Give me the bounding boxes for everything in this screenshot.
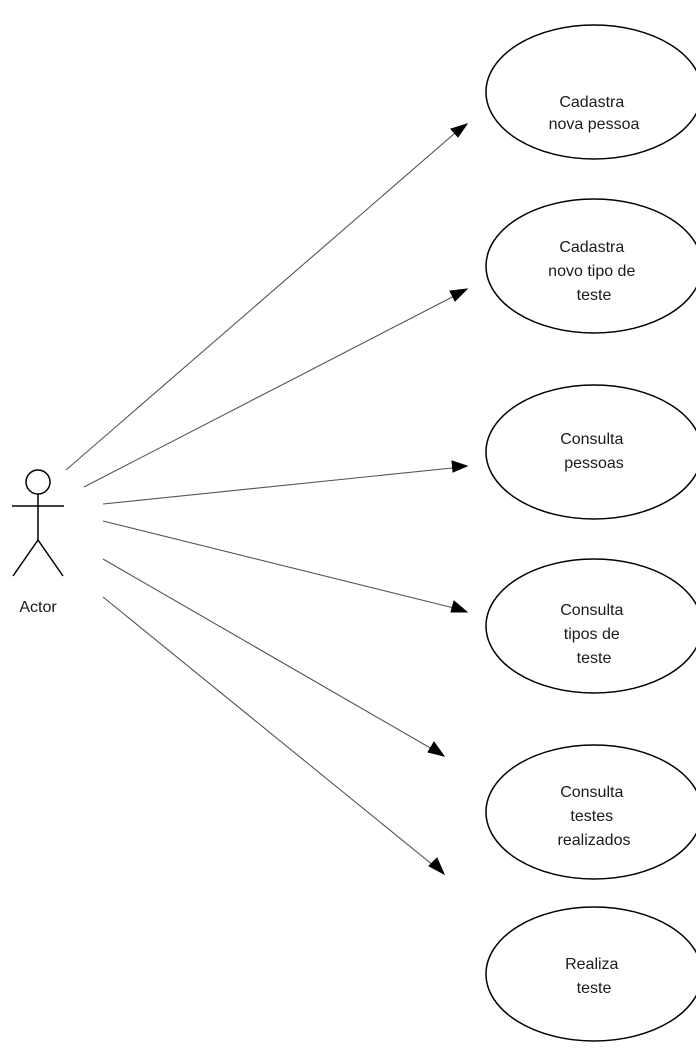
use-case-4-line-1: Consulta bbox=[560, 602, 623, 619]
association-line-5 bbox=[102, 558, 440, 754]
use-case-ellipse-1 bbox=[485, 24, 696, 160]
association-4[interactable] bbox=[102, 520, 469, 613]
use-case-3-line-1: Consulta bbox=[560, 431, 623, 448]
association-line-1 bbox=[65, 126, 463, 471]
use-case-5-line-1: Consulta bbox=[560, 784, 623, 801]
actor-head bbox=[25, 469, 51, 495]
use-case-2[interactable]: Cadastra novo tipo de teste bbox=[485, 198, 696, 334]
use-case-6[interactable]: Realiza teste bbox=[485, 906, 696, 1042]
actor-right-leg bbox=[37, 539, 64, 577]
association-line-4 bbox=[102, 520, 463, 611]
use-case-4-line-2: tipos de bbox=[564, 626, 620, 643]
use-case-4[interactable]: Consulta tipos de teste bbox=[485, 558, 696, 694]
association-line-6 bbox=[102, 596, 440, 871]
use-case-ellipse-6 bbox=[485, 906, 696, 1042]
arrowhead-5 bbox=[427, 741, 446, 757]
arrowhead-2 bbox=[449, 288, 469, 302]
use-case-4-line-3: teste bbox=[577, 650, 612, 667]
use-case-3-line-2: pessoas bbox=[564, 455, 624, 472]
use-case-ellipse-5 bbox=[485, 744, 696, 880]
use-case-5-line-3: realizados bbox=[558, 832, 631, 849]
arrowhead-1 bbox=[450, 123, 469, 138]
use-case-ellipse-3 bbox=[485, 384, 696, 520]
use-case-1[interactable]: Cadastra nova pessoa bbox=[485, 24, 696, 160]
association-3[interactable] bbox=[102, 460, 469, 505]
use-case-1-line-1: Cadastra bbox=[559, 94, 624, 111]
use-case-label-2: Cadastra novo tipo de teste bbox=[548, 239, 640, 304]
use-case-2-line-3: teste bbox=[577, 287, 612, 304]
use-case-label-4: Consulta tipos de teste bbox=[560, 602, 628, 667]
association-6[interactable] bbox=[102, 596, 446, 876]
use-case-2-line-2: novo tipo de bbox=[548, 263, 635, 280]
use-case-6-line-1: Realiza bbox=[565, 956, 618, 973]
use-case-2-line-1: Cadastra bbox=[559, 239, 624, 256]
use-case-label-5: Consulta testes realizados bbox=[558, 784, 631, 849]
association-1[interactable] bbox=[65, 123, 469, 471]
use-case-1-line-2: nova pessoa bbox=[549, 116, 640, 133]
use-case-ellipse-2 bbox=[485, 198, 696, 334]
arrowhead-3 bbox=[451, 460, 469, 473]
association-line-2 bbox=[83, 291, 463, 488]
use-case-label-3: Consulta pessoas bbox=[560, 431, 628, 472]
associations bbox=[65, 123, 469, 876]
use-case-ellipse-4 bbox=[485, 558, 696, 694]
arrowhead-4 bbox=[450, 600, 469, 613]
use-case-5[interactable]: Consulta testes realizados bbox=[485, 744, 696, 880]
arrowhead-6 bbox=[428, 857, 446, 876]
actor-label: Actor bbox=[19, 599, 57, 616]
use-case-label-6: Realiza teste bbox=[565, 956, 623, 997]
use-case-label-1: Cadastra nova pessoa bbox=[549, 94, 640, 133]
association-line-3 bbox=[102, 466, 463, 505]
use-case-3[interactable]: Consulta pessoas bbox=[485, 384, 696, 520]
use-case-5-line-2: testes bbox=[570, 808, 613, 825]
use-case-6-line-2: teste bbox=[577, 980, 612, 997]
association-5[interactable] bbox=[102, 558, 446, 757]
actor[interactable]: Actor bbox=[12, 469, 64, 616]
association-2[interactable] bbox=[83, 288, 469, 488]
actor-left-leg bbox=[12, 539, 39, 577]
